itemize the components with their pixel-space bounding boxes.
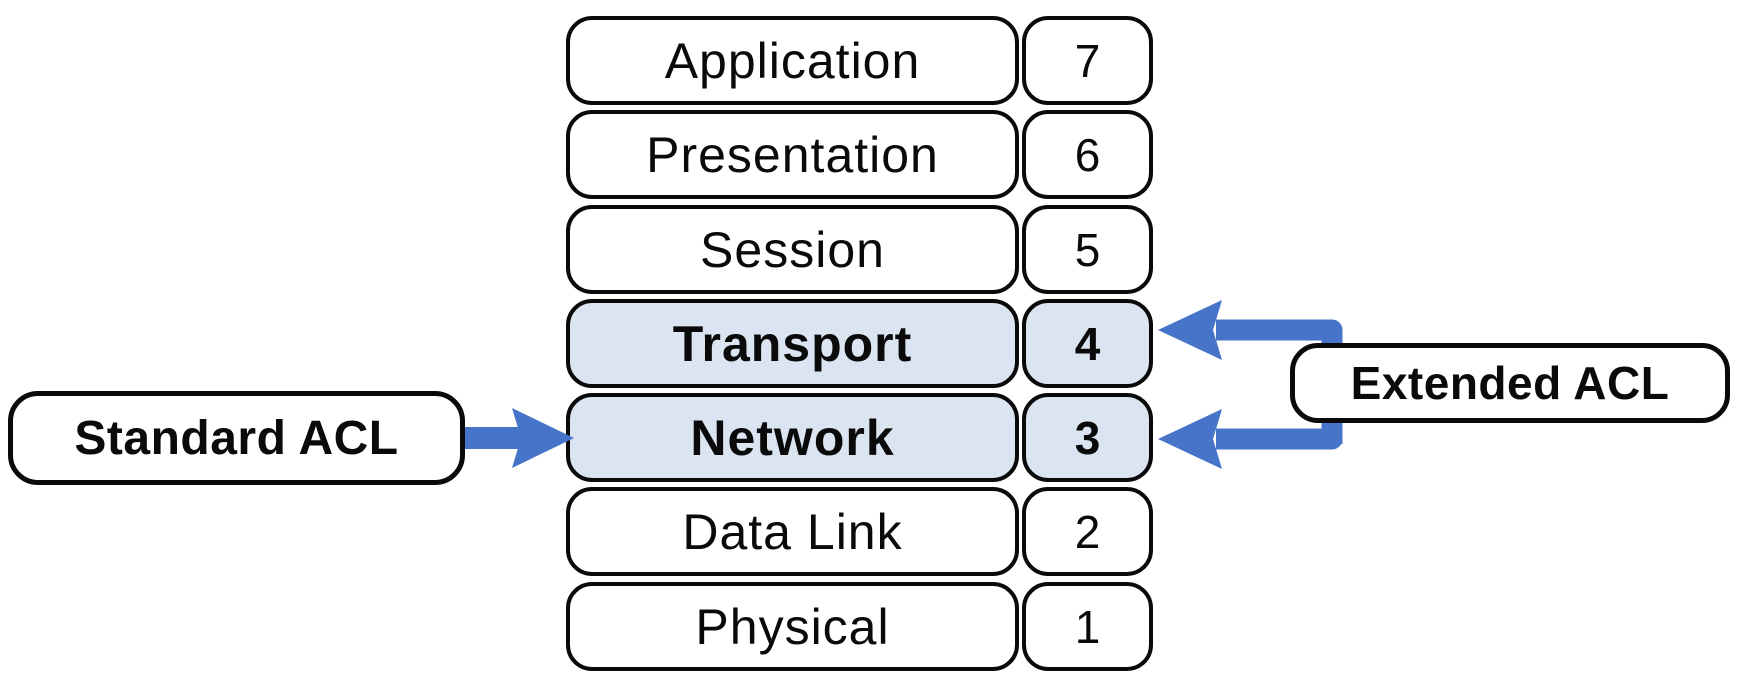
- layer-box-session: Session: [566, 205, 1019, 294]
- layer-number-1: 1: [1022, 582, 1153, 671]
- layer-label: Data Link: [682, 503, 903, 560]
- layer-label: Application: [664, 32, 921, 89]
- layer-number-2: 2: [1022, 487, 1153, 576]
- layer-number-label: 4: [1074, 317, 1101, 370]
- layer-label: Presentation: [646, 126, 939, 183]
- layer-box-application: Application: [566, 16, 1019, 105]
- layer-number-label: 2: [1074, 505, 1101, 558]
- standard-acl-arrow: [458, 408, 574, 468]
- layer-number-label: 7: [1074, 34, 1101, 87]
- layer-label: Network: [690, 409, 895, 466]
- layer-label: Physical: [695, 598, 890, 655]
- extended-acl-text: Extended ACL: [1350, 357, 1670, 409]
- layer-box-transport: Transport: [566, 299, 1019, 388]
- layer-number-label: 5: [1074, 223, 1101, 276]
- layer-box-network: Network: [566, 393, 1019, 482]
- layer-box-presentation: Presentation: [566, 110, 1019, 199]
- layer-number-label: 3: [1074, 411, 1101, 464]
- layer-label: Transport: [672, 315, 913, 372]
- layer-box-data-link: Data Link: [566, 487, 1019, 576]
- layer-number-3: 3: [1022, 393, 1153, 482]
- layer-number-4: 4: [1022, 299, 1153, 388]
- layer-number-6: 6: [1022, 110, 1153, 199]
- layer-box-physical: Physical: [566, 582, 1019, 671]
- standard-acl-label: Standard ACL: [8, 391, 465, 485]
- extended-acl-label: Extended ACL: [1290, 343, 1730, 423]
- layer-label: Session: [700, 221, 885, 278]
- layer-number-7: 7: [1022, 16, 1153, 105]
- layer-number-label: 6: [1074, 128, 1101, 181]
- layer-number-5: 5: [1022, 205, 1153, 294]
- layer-number-label: 1: [1074, 600, 1101, 653]
- standard-acl-text: Standard ACL: [74, 411, 399, 465]
